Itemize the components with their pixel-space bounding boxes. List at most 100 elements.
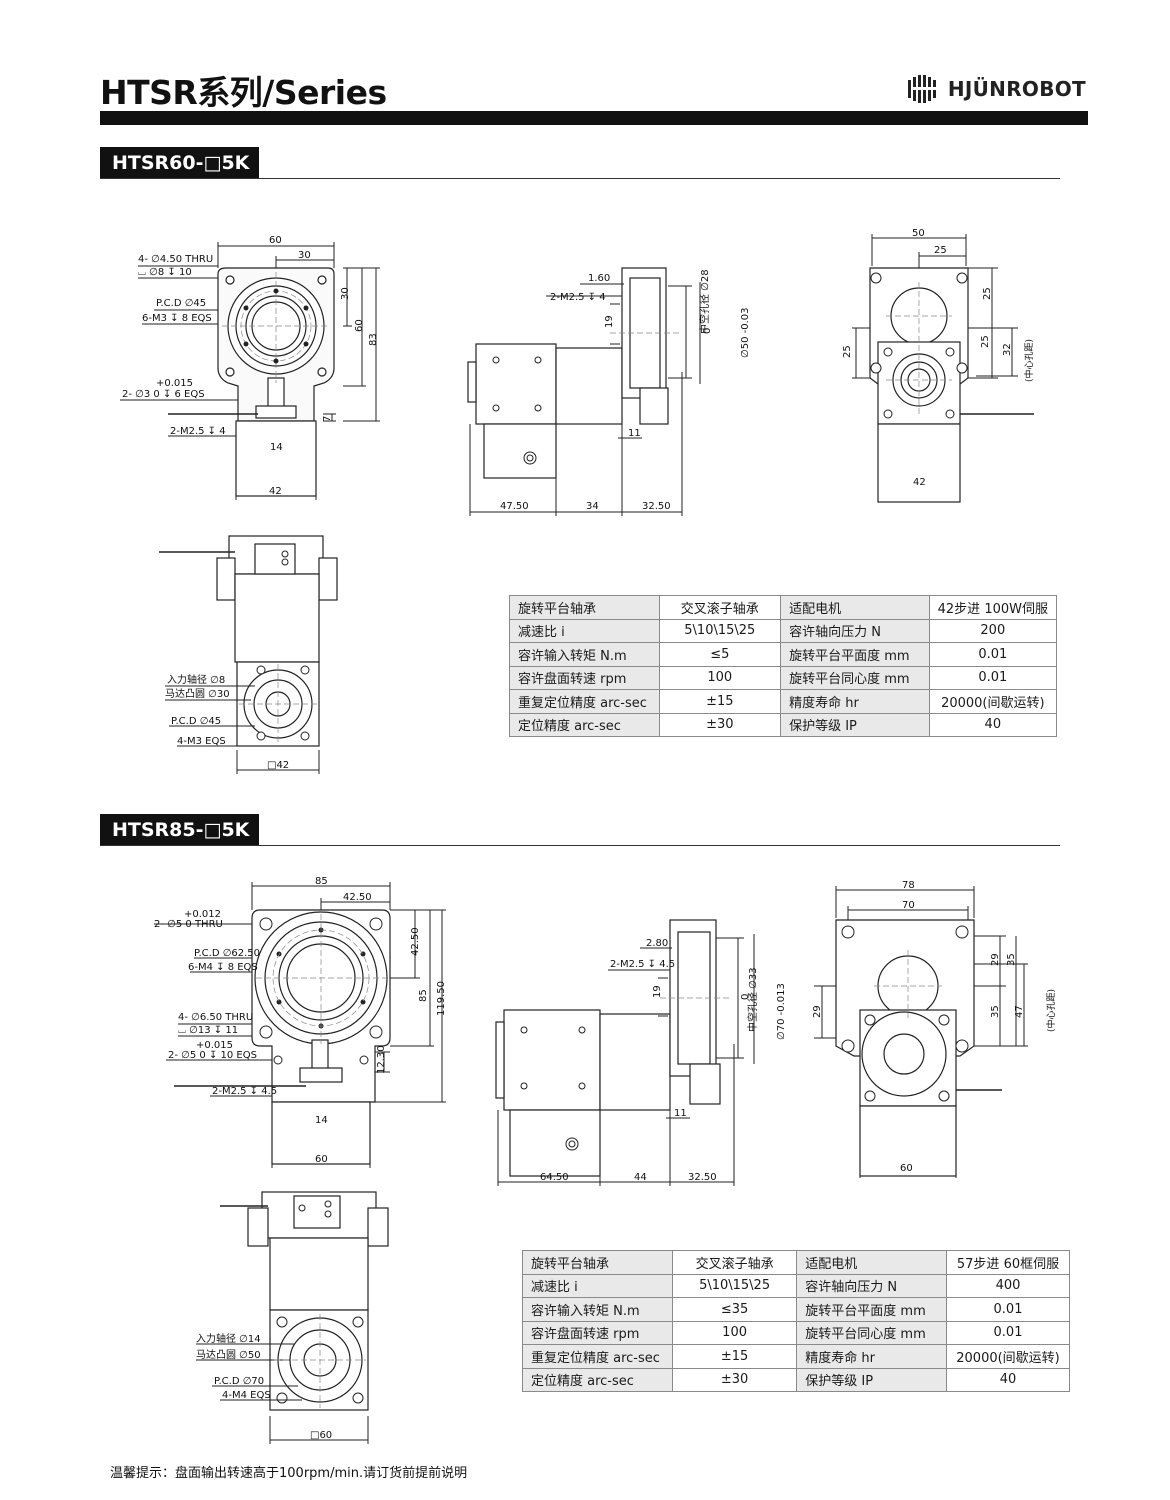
spec-value: ≤5 xyxy=(658,642,782,667)
spec-value: 20000(间歇运转) xyxy=(928,689,1058,714)
dim-text: 50 xyxy=(912,228,925,239)
spec-value: ≤35 xyxy=(671,1297,798,1322)
spec-value: ±30 xyxy=(671,1367,798,1392)
spec-value: 20000(间歇运转) xyxy=(946,1344,1070,1369)
spec-value: 200 xyxy=(928,618,1058,643)
spec-value: ±15 xyxy=(671,1344,798,1369)
spec-label: 容许盘面转速 rpm xyxy=(509,665,660,690)
note-text: +0.015 xyxy=(156,378,193,389)
note-text: 4- ∅4.50 THRU xyxy=(138,254,213,265)
spec-value: 5\10\15\25 xyxy=(658,618,782,643)
dim-text: 83 xyxy=(368,333,379,346)
note-text: 2- ∅5 0 ↧ 10 EQS xyxy=(168,1050,257,1061)
note-text: 2-M2.5 ↧ 4 xyxy=(170,426,226,437)
robot-logo-icon xyxy=(907,75,936,103)
dim-text: 0 xyxy=(702,328,713,334)
note-text: ⌴ ∅8 ↧ 10 xyxy=(138,267,192,278)
spec-label: 适配电机 xyxy=(780,595,930,620)
dim-text: 60 xyxy=(900,1163,913,1174)
dim-text: 19 xyxy=(604,315,615,328)
spec-value: 40 xyxy=(928,712,1058,737)
spec-value: 100 xyxy=(671,1320,798,1345)
bottom-view-htsr60: 入力轴径 ∅8 马达凸圆 ∅30 P.C.D ∅45 4-M3 EQS □42 xyxy=(155,530,355,775)
dim-text: 7 xyxy=(322,416,333,422)
spec-label: 容许轴向压力 N xyxy=(780,618,930,643)
dim-text: □60 xyxy=(310,1430,332,1441)
dim-text: 12.30 xyxy=(376,1045,387,1074)
note-text: 马达凸圆 ∅50 xyxy=(196,1349,261,1361)
spec-value: 0.01 xyxy=(928,642,1058,667)
dim-text: 29 xyxy=(990,953,1001,966)
spec-value: 交叉滚子轴承 xyxy=(658,595,782,620)
spec-label: 保护等级 IP xyxy=(796,1367,948,1392)
dim-text: □42 xyxy=(267,760,289,771)
dim-text: 25 xyxy=(842,345,853,358)
spec-value: 100 xyxy=(658,665,782,690)
front-view-htsr85: 85 42.50 42.50 85 119.50 12.30 14 60 +0.… xyxy=(150,874,470,1174)
note-text: 2- ∅5 0 THRU xyxy=(154,919,223,930)
note-text: P.C.D ∅45 xyxy=(171,716,221,727)
spec-value: 交叉滚子轴承 xyxy=(671,1250,798,1275)
spec-value: 57步进 60框伺服 xyxy=(946,1250,1070,1275)
dim-text: 47.50 xyxy=(500,501,529,512)
spec-value: 40 xyxy=(946,1367,1070,1392)
spec-label: 容许轴向压力 N xyxy=(796,1273,948,1298)
dim-text: 中空孔径 ∅28 xyxy=(698,269,711,334)
spec-value: 0.01 xyxy=(946,1297,1070,1322)
dim-text: 32.50 xyxy=(688,1172,717,1183)
spec-label: 保护等级 IP xyxy=(780,712,930,737)
dim-text: 19 xyxy=(652,985,663,998)
dim-text: 25 xyxy=(982,287,993,300)
spec-value: ±30 xyxy=(658,712,782,737)
dim-text: 42.50 xyxy=(410,927,421,956)
spec-label: 精度寿命 hr xyxy=(796,1344,948,1369)
note-text: ⌴ ∅13 ↧ 11 xyxy=(178,1025,238,1036)
note-text: 2-M2.5 ↧ 4.5 xyxy=(212,1086,277,1097)
note-text: 2-M2.5 ↧ 4.5 xyxy=(610,959,675,970)
dim-text: 0 xyxy=(740,994,751,1000)
dim-text: 中空孔径 ∅33 xyxy=(746,967,759,1032)
spec-label: 减速比 i xyxy=(522,1273,673,1298)
dim-text: 14 xyxy=(270,442,283,453)
spec-label: 精度寿命 hr xyxy=(780,689,930,714)
dim-text: 119.50 xyxy=(436,981,447,1016)
front-view-htsr60: 60 30 30 60 83 7 14 42 4- ∅4.50 THRU ⌴ ∅… xyxy=(118,228,398,508)
spec-label: 定位精度 arc-sec xyxy=(509,712,660,737)
spec-label: 重复定位精度 arc-sec xyxy=(522,1344,673,1369)
spec-value: 0.01 xyxy=(946,1320,1070,1345)
dim-text: ∅50 -0.03 xyxy=(740,308,751,359)
dim-text: 42.50 xyxy=(343,892,372,903)
dim-text: 11 xyxy=(674,1108,687,1119)
spec-label: 适配电机 xyxy=(796,1250,948,1275)
note-text: 入力轴径 ∅14 xyxy=(196,1332,261,1345)
dim-text: 25 xyxy=(934,245,947,256)
spec-label: 旋转平台平面度 mm xyxy=(780,642,930,667)
dim-text: 35 xyxy=(990,1005,1001,1018)
note-text: 2- ∅3 0 ↧ 6 EQS xyxy=(122,389,205,400)
dim-text: 32.50 xyxy=(642,501,671,512)
spec-value: 0.01 xyxy=(928,665,1058,690)
note-text: 4-M3 EQS xyxy=(177,736,226,747)
section-tag-htsr85: HTSR85-□5K xyxy=(100,814,260,846)
dim-text: 11 xyxy=(628,428,641,439)
dim-text: 85 xyxy=(315,876,328,887)
note-text: 4- ∅6.50 THRU xyxy=(178,1012,253,1023)
dim-text: (中心孔距) xyxy=(1023,339,1035,382)
spec-label: 定位精度 arc-sec xyxy=(522,1367,673,1392)
spec-label: 旋转平台轴承 xyxy=(522,1250,673,1275)
dim-text: 35 xyxy=(1006,953,1017,966)
dim-text: 32 xyxy=(1002,343,1013,356)
dim-text: 78 xyxy=(902,880,915,891)
spec-label: 旋转平台同心度 mm xyxy=(796,1320,948,1345)
bottom-view-htsr85: 入力轴径 ∅14 马达凸圆 ∅50 P.C.D ∅70 4-M4 EQS □60 xyxy=(190,1186,400,1448)
